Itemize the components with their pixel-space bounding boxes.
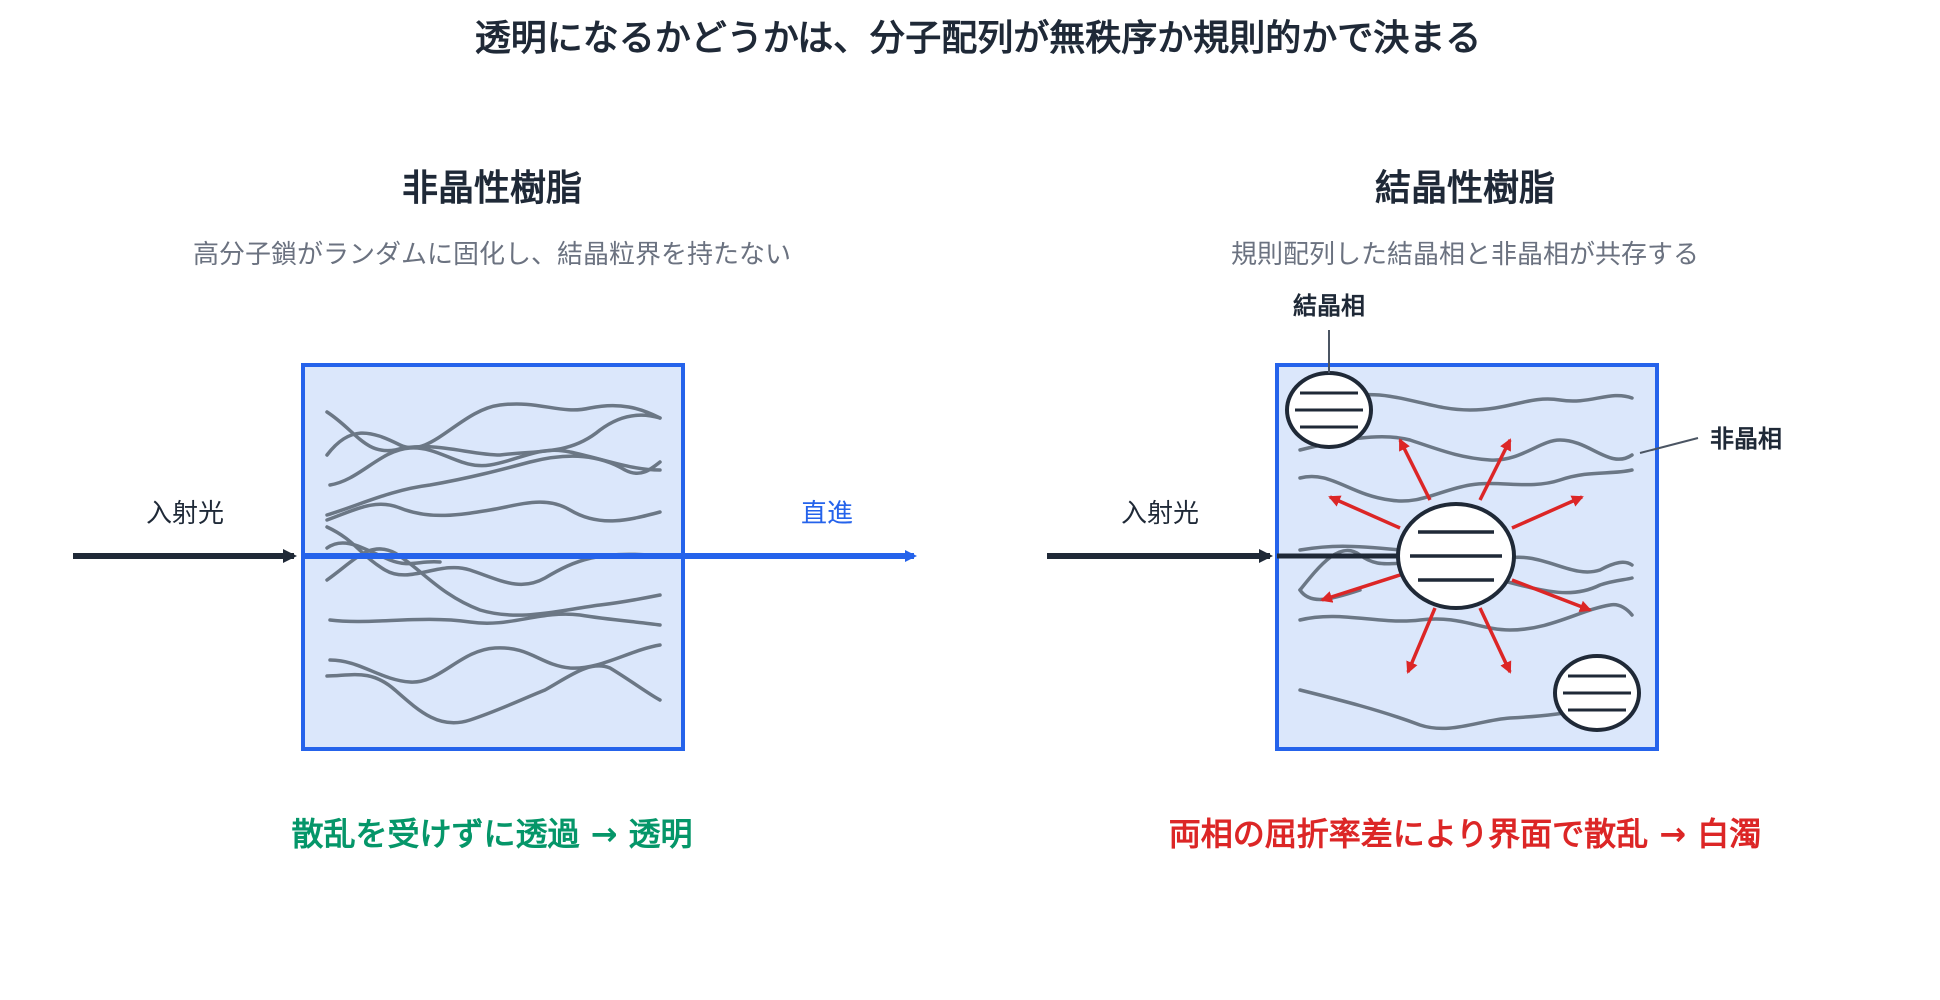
diagram-title: 透明になるかどうかは、分子配列が無秩序か規則的かで決まる (475, 18, 1482, 59)
amorphous-heading: 非晶性樹脂 (402, 168, 582, 209)
crystal-phase-large (1396, 502, 1516, 610)
polymer-chain (325, 525, 662, 587)
scatter-arrow (1406, 607, 1437, 674)
polymer-chain (1498, 555, 1634, 574)
transparent-conclusion: 散乱を受けずに透過 → 透明 (291, 815, 692, 853)
polymer-chain (328, 612, 662, 627)
amorphous-polymer-chains (325, 402, 662, 725)
polymer-chain (1298, 602, 1634, 632)
polymer-chain (325, 541, 442, 566)
scattered-light-arrows (1320, 438, 1592, 674)
crystalline-incident-label: 入射光 (1121, 499, 1199, 529)
polymer-chain (325, 454, 662, 517)
amorphous-phase-label: 非晶相 (1710, 425, 1782, 453)
straight-through-label: 直進 (801, 499, 853, 529)
polymer-chain (1298, 544, 1402, 552)
scatter-arrow (1478, 438, 1512, 501)
polymer-chain (325, 664, 662, 725)
scatter-arrow (1328, 495, 1401, 530)
scatter-arrow (1511, 578, 1592, 613)
amorphous-panel: 非晶性樹脂 高分子鎖がランダムに固化し、結晶粒界を持たない 入射光 直進 散乱を… (73, 168, 917, 853)
polymer-chain (1358, 392, 1634, 412)
crystal-phase-bottom-right (1553, 654, 1641, 732)
polymer-chain (325, 547, 662, 617)
scatter-arrow (1320, 573, 1401, 603)
scatter-arrow (1511, 495, 1584, 530)
polymer-chain (325, 410, 662, 457)
amorphous-subtitle: 高分子鎖がランダムに固化し、結晶粒界を持たない (193, 240, 791, 270)
crystalline-panel: 結晶性樹脂 規則配列した結晶相と非晶相が共存する 入射光 (1047, 168, 1782, 853)
crystal-phase-label: 結晶相 (1293, 292, 1365, 320)
amorphous-phase-leader (1639, 437, 1699, 454)
cloudy-conclusion: 両相の屈折率差により界面で散乱 → 白濁 (1169, 815, 1761, 853)
scatter-arrow (1398, 438, 1432, 501)
polymer-chain (1298, 468, 1634, 503)
polymer-chain (1298, 434, 1634, 462)
crystalline-heading: 結晶性樹脂 (1375, 168, 1555, 209)
polymer-chain (325, 500, 662, 523)
polymer-chain (325, 402, 662, 457)
scatter-arrow (1478, 607, 1512, 674)
polymer-chain (1298, 688, 1572, 731)
amorphous-incident-label: 入射光 (146, 499, 224, 529)
crystal-phase-top-left (1285, 371, 1373, 449)
crystalline-subtitle: 規則配列した結晶相と非晶相が共存する (1231, 240, 1699, 270)
